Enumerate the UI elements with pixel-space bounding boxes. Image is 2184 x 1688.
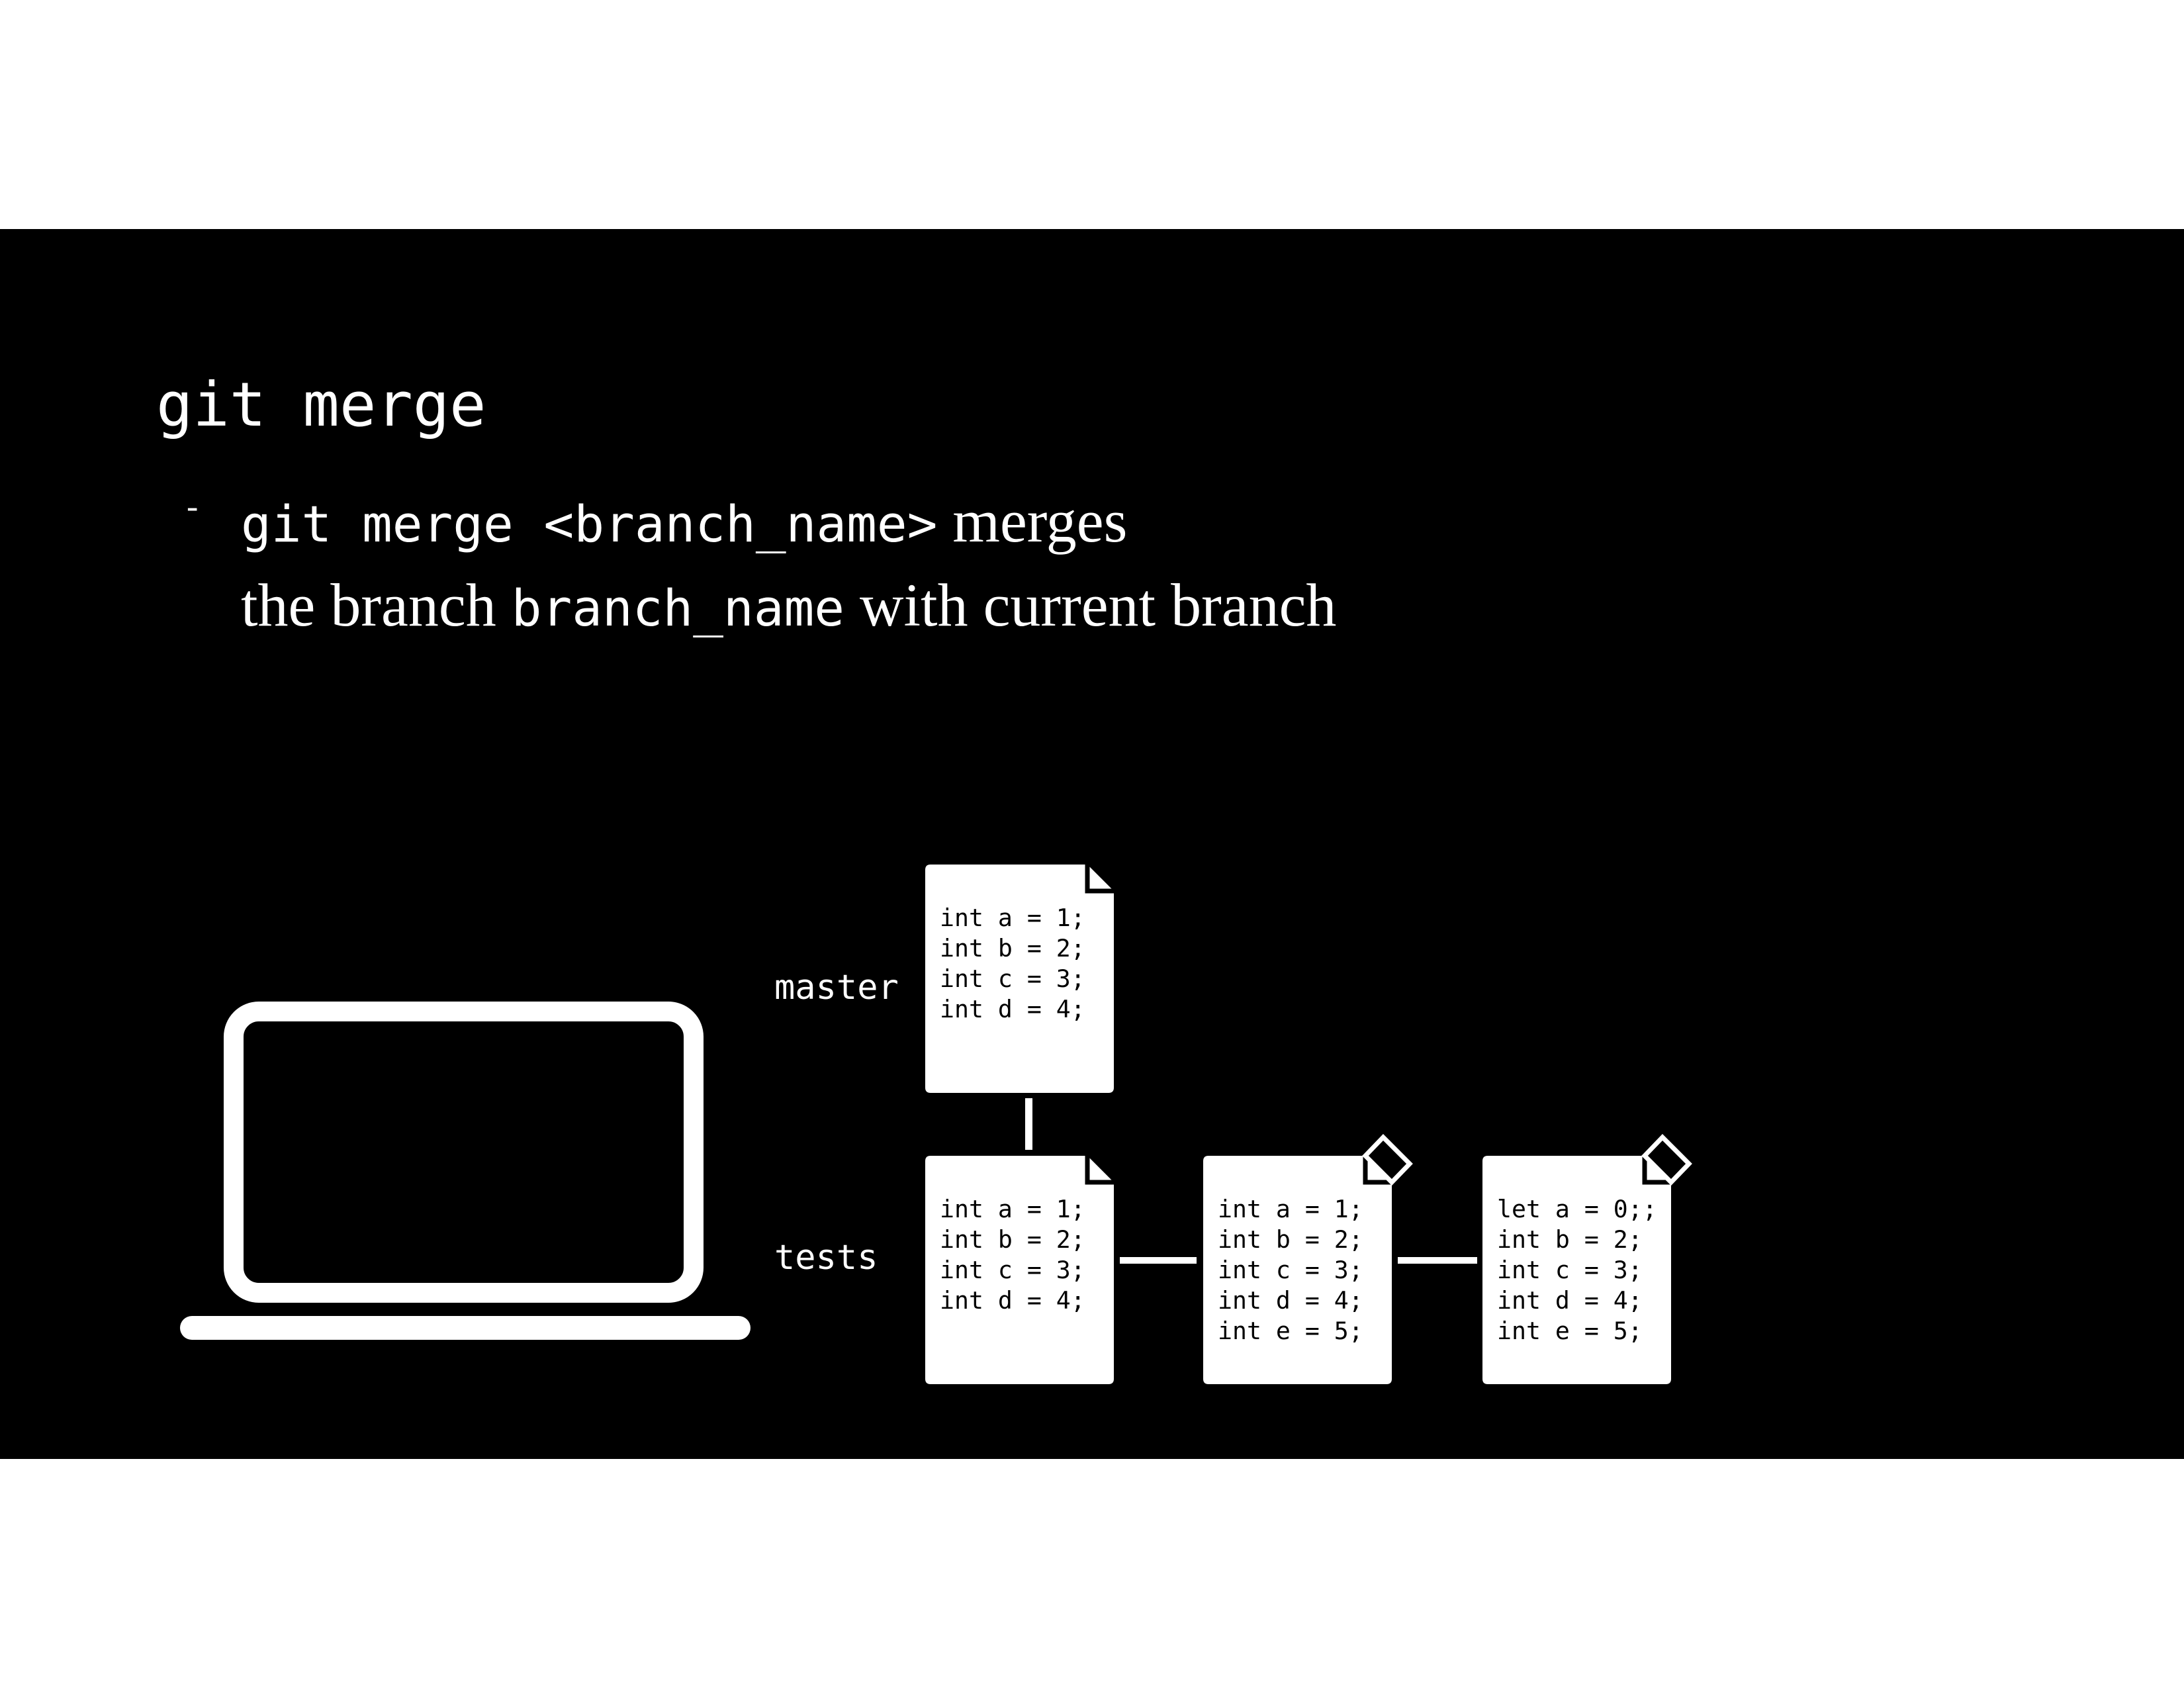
bullet-line-2: the branch branch_name with current bran… (241, 575, 1336, 635)
slide-title: git merge (156, 369, 486, 440)
connector-tests-1-2 (1120, 1257, 1197, 1264)
command-code: git merge <branch_name> (241, 494, 938, 553)
branch-name-code: branch_name (511, 579, 845, 637)
document-icon (925, 865, 1114, 1093)
slide: git merge - git merge <branch_name> merg… (0, 229, 2184, 1459)
code-line: int c = 3; (940, 1256, 1085, 1284)
commit-master-1: int a = 1; int b = 2; int c = 3; int d =… (925, 865, 1114, 1093)
code-line: int b = 2; (940, 1225, 1085, 1254)
connector-tests-2-3 (1398, 1257, 1477, 1264)
document-modified-icon (1482, 1134, 1692, 1384)
code-line: int d = 4; (940, 1286, 1085, 1315)
code-line: int a = 1; (1218, 1195, 1363, 1223)
bullet-line-1: git merge <branch_name> merges (241, 491, 1127, 551)
branch-label-tests: tests (774, 1238, 878, 1278)
code-line: int d = 4; (940, 995, 1085, 1023)
document-modified-icon (1203, 1134, 1413, 1384)
code-line: int c = 3; (1497, 1256, 1643, 1284)
commit-tests-2: int a = 1; int b = 2; int c = 3; int d =… (1203, 1134, 1413, 1384)
code-line: int d = 4; (1218, 1286, 1363, 1315)
code-line: int c = 3; (940, 964, 1085, 993)
bullet-marker: - (187, 488, 199, 526)
bullet-text-end: with current branch (844, 571, 1337, 639)
code-line: int a = 1; (940, 904, 1085, 932)
code-line: int c = 3; (1218, 1256, 1363, 1284)
connector-master-tests (1025, 1098, 1032, 1150)
bullet-text-start: the branch (241, 571, 512, 639)
code-line: let a = 0;; (1497, 1195, 1657, 1223)
code-line: int e = 5; (1218, 1317, 1363, 1345)
commit-tests-3: let a = 0;; int b = 2; int c = 3; int d … (1482, 1134, 1692, 1384)
document-icon (925, 1156, 1114, 1384)
code-line: int b = 2; (940, 934, 1085, 962)
code-line: int a = 1; (940, 1195, 1085, 1223)
code-line: int b = 2; (1218, 1225, 1363, 1254)
code-line: int e = 5; (1497, 1317, 1643, 1345)
commit-connectors (180, 1002, 1477, 1340)
code-line: int d = 4; (1497, 1286, 1643, 1315)
branch-label-master: master (774, 968, 899, 1008)
laptop-icon (180, 1002, 751, 1340)
commit-tests-1: int a = 1; int b = 2; int c = 3; int d =… (925, 1156, 1114, 1384)
bullet-text-merges: merges (937, 487, 1128, 555)
code-line: int b = 2; (1497, 1225, 1643, 1254)
